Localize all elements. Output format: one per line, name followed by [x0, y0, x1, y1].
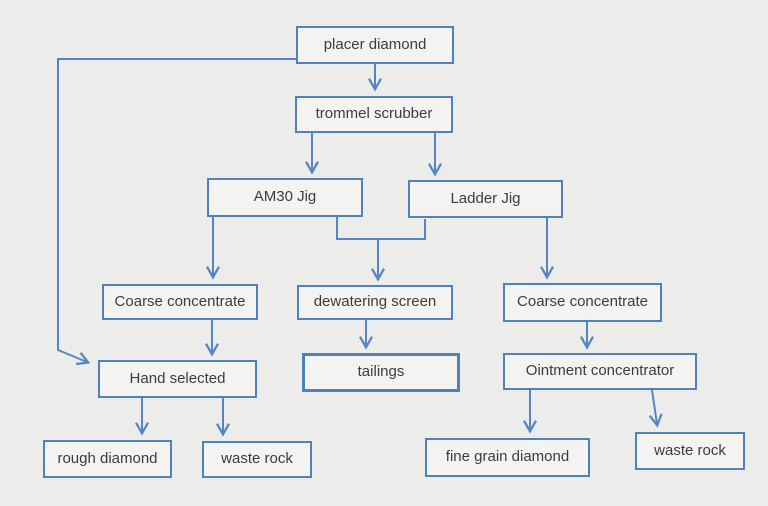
- node-tailings: tailings: [302, 353, 460, 392]
- edge-placer-feedback-to-hand: [57, 58, 296, 366]
- node-fine-grain-diamond: fine grain diamond: [425, 438, 590, 477]
- node-rough-diamond: rough diamond: [43, 440, 172, 478]
- node-label: AM30 Jig: [253, 188, 317, 206]
- node-label: Coarse concentrate: [114, 292, 246, 310]
- node-label: dewatering screen: [313, 293, 437, 311]
- node-label: Ointment concentrator: [525, 362, 675, 380]
- node-label: Hand selected: [129, 369, 226, 387]
- node-coarse-concentrate-right: Coarse concentrate: [503, 283, 662, 322]
- edge-jigs-junction: [336, 217, 426, 240]
- edge-ointment-to-waste-right: [648, 389, 663, 428]
- node-label: placer diamond: [323, 35, 427, 53]
- node-label: Coarse concentrate: [517, 293, 648, 311]
- node-label: waste rock: [654, 441, 726, 459]
- node-ladder-jig: Ladder Jig: [408, 180, 563, 218]
- node-waste-rock-right: waste rock: [635, 432, 745, 470]
- node-label: rough diamond: [57, 449, 158, 467]
- node-label: tailings: [357, 363, 405, 381]
- node-label: fine grain diamond: [445, 448, 570, 466]
- node-coarse-concentrate-left: Coarse concentrate: [102, 284, 258, 320]
- node-placer-diamond: placer diamond: [296, 26, 454, 64]
- node-waste-rock-left: waste rock: [202, 441, 312, 478]
- node-trommel-scrubber: trommel scrubber: [295, 96, 453, 133]
- node-label: trommel scrubber: [315, 105, 433, 123]
- node-dewatering-screen: dewatering screen: [297, 285, 453, 320]
- node-label: waste rock: [221, 450, 293, 468]
- node-am30-jig: AM30 Jig: [207, 178, 363, 217]
- node-label: Ladder Jig: [450, 189, 521, 207]
- node-ointment-concentrator: Ointment concentrator: [503, 353, 697, 390]
- node-hand-selected: Hand selected: [98, 360, 257, 398]
